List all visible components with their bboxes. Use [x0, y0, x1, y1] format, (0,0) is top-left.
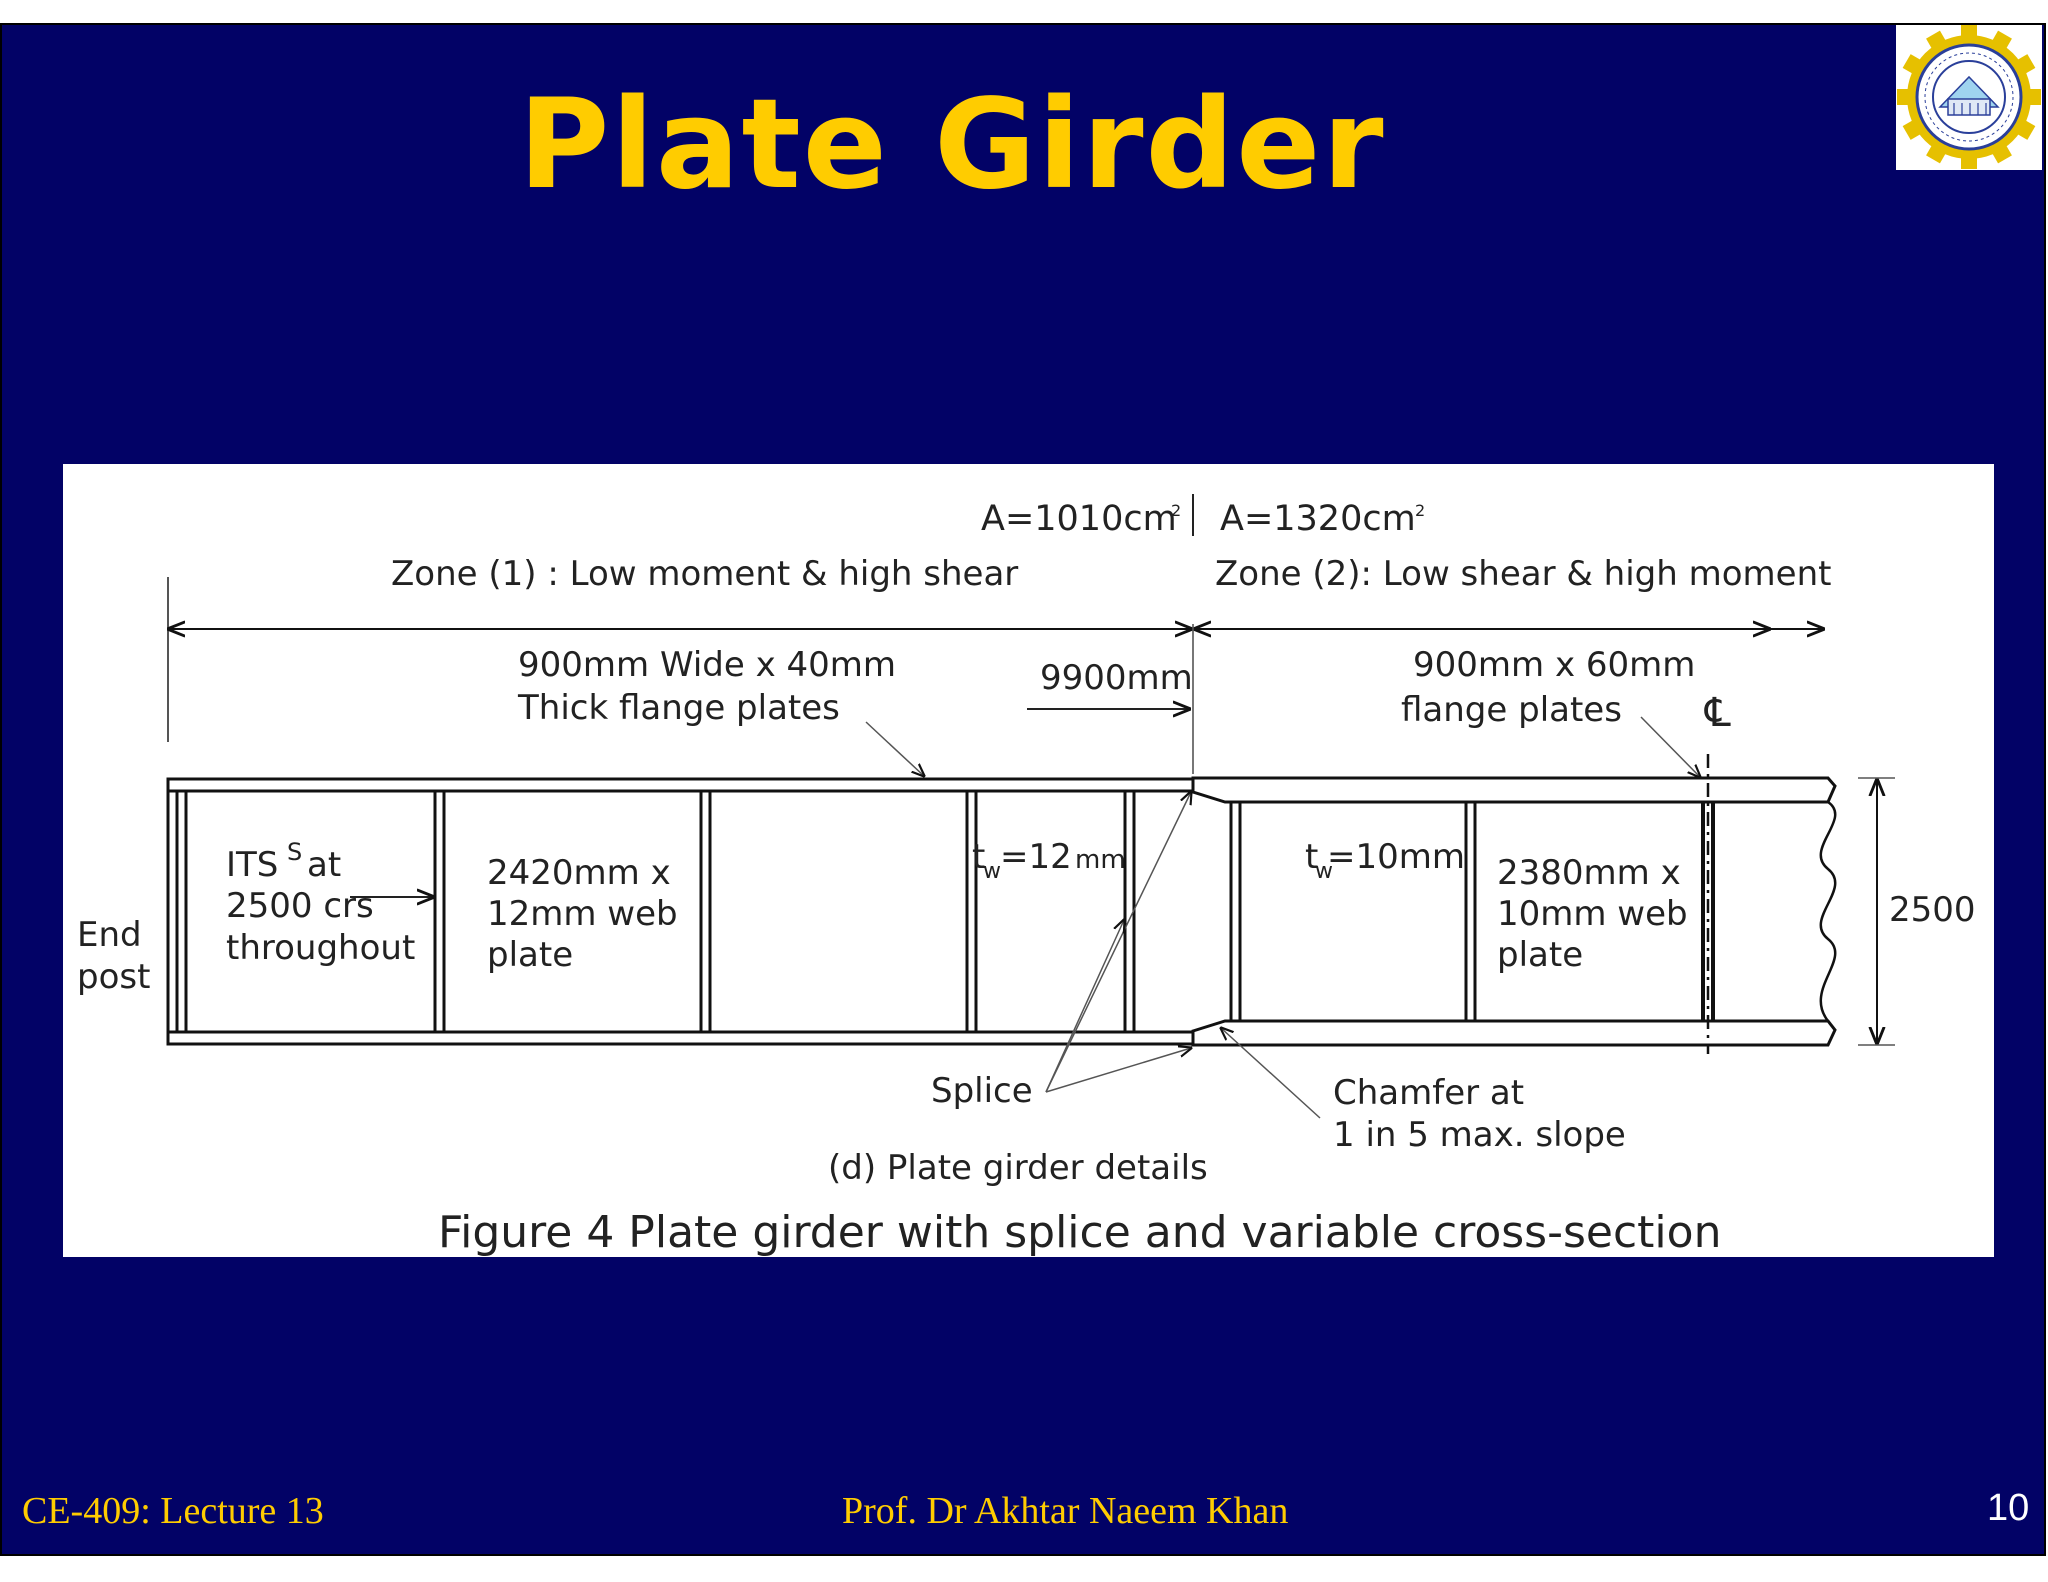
centerline-symbol: ℄ — [1704, 690, 1731, 736]
tw1-t: t — [972, 837, 985, 877]
flange1-label-line2: Thick flange plates — [517, 688, 840, 728]
tw2-t: t — [1305, 837, 1318, 877]
area-right-sup: 2 — [1415, 501, 1425, 520]
flange1-leader — [865, 721, 924, 776]
figure-caption: Figure 4 Plate girder with splice and va… — [438, 1207, 1721, 1257]
flange2-leader — [1640, 716, 1700, 777]
chamfer-leader — [1221, 1028, 1321, 1119]
splice-leader-bottom — [1045, 1048, 1191, 1093]
tw1-unit: mm — [1075, 845, 1126, 875]
its-sup: S — [287, 838, 302, 866]
break-line — [1819, 800, 1837, 1022]
flange2-label-line1: 900mm x 60mm — [1413, 645, 1695, 685]
splice-leader-top — [1045, 792, 1191, 1093]
page-number: 10 — [1987, 1487, 2030, 1529]
its-spacing: 2500 crs — [226, 886, 374, 926]
tw1-value: =12 — [1000, 837, 1072, 877]
figure-panel: A=1010cm 2 A=1320cm 2 Zone (1) : Low mom… — [63, 464, 1994, 1257]
area-right-label: A=1320cm — [1220, 499, 1416, 539]
its-label: ITS — [226, 845, 278, 885]
chamfer-label-line1: Chamfer at — [1333, 1073, 1524, 1113]
splice-label: Splice — [931, 1071, 1033, 1111]
area-left-sup: 2 — [1171, 501, 1181, 520]
web1-label-line1: 2420mm x — [487, 853, 671, 893]
web1-label-line2: 12mm web — [487, 894, 678, 934]
plate-girder-diagram: A=1010cm 2 A=1320cm 2 Zone (1) : Low mom… — [77, 494, 1976, 1257]
web2-label-line2: 10mm web — [1497, 894, 1688, 934]
zone2-label: Zone (2): Low shear & high moment — [1215, 554, 1831, 594]
university-seal-icon — [1896, 25, 2042, 170]
end-post-label-line2: post — [77, 957, 150, 997]
course-label: CE-409: Lecture 13 — [22, 1490, 324, 1532]
web2-label-line1: 2380mm x — [1497, 853, 1681, 893]
author-label: Prof. Dr Akhtar Naeem Khan — [842, 1490, 1289, 1532]
subcaption: (d) Plate girder details — [828, 1148, 1208, 1188]
end-post-label-line1: End — [77, 915, 142, 955]
tw2-value: =10mm — [1327, 837, 1465, 877]
chamfer-label-line2: 1 in 5 max. slope — [1333, 1115, 1626, 1155]
depth-label: 2500 — [1889, 890, 1976, 930]
flange2-label-line2: flange plates — [1401, 690, 1622, 730]
tw2-sub: w — [1315, 859, 1333, 884]
girder-zone2 — [1191, 776, 1837, 1047]
web2-label-line3: plate — [1497, 935, 1583, 975]
zone1-label: Zone (1) : Low moment & high shear — [391, 554, 1018, 594]
slide-title: Plate Girder — [518, 73, 1386, 217]
its-throughout: throughout — [226, 928, 415, 968]
girder-zone1 — [166, 777, 1195, 1046]
tw1-sub: w — [983, 859, 1001, 884]
stiffeners-zone1 — [433, 791, 1136, 1032]
slide: Plate Girder — [0, 23, 2046, 1556]
its-at: at — [307, 845, 341, 885]
length-label: 9900mm — [1040, 658, 1193, 698]
area-left-label: A=1010cm — [981, 499, 1177, 539]
splice-leader-web — [1045, 920, 1124, 1093]
flange1-label-line1: 900mm Wide x 40mm — [518, 645, 896, 685]
web1-label-line3: plate — [487, 935, 573, 975]
